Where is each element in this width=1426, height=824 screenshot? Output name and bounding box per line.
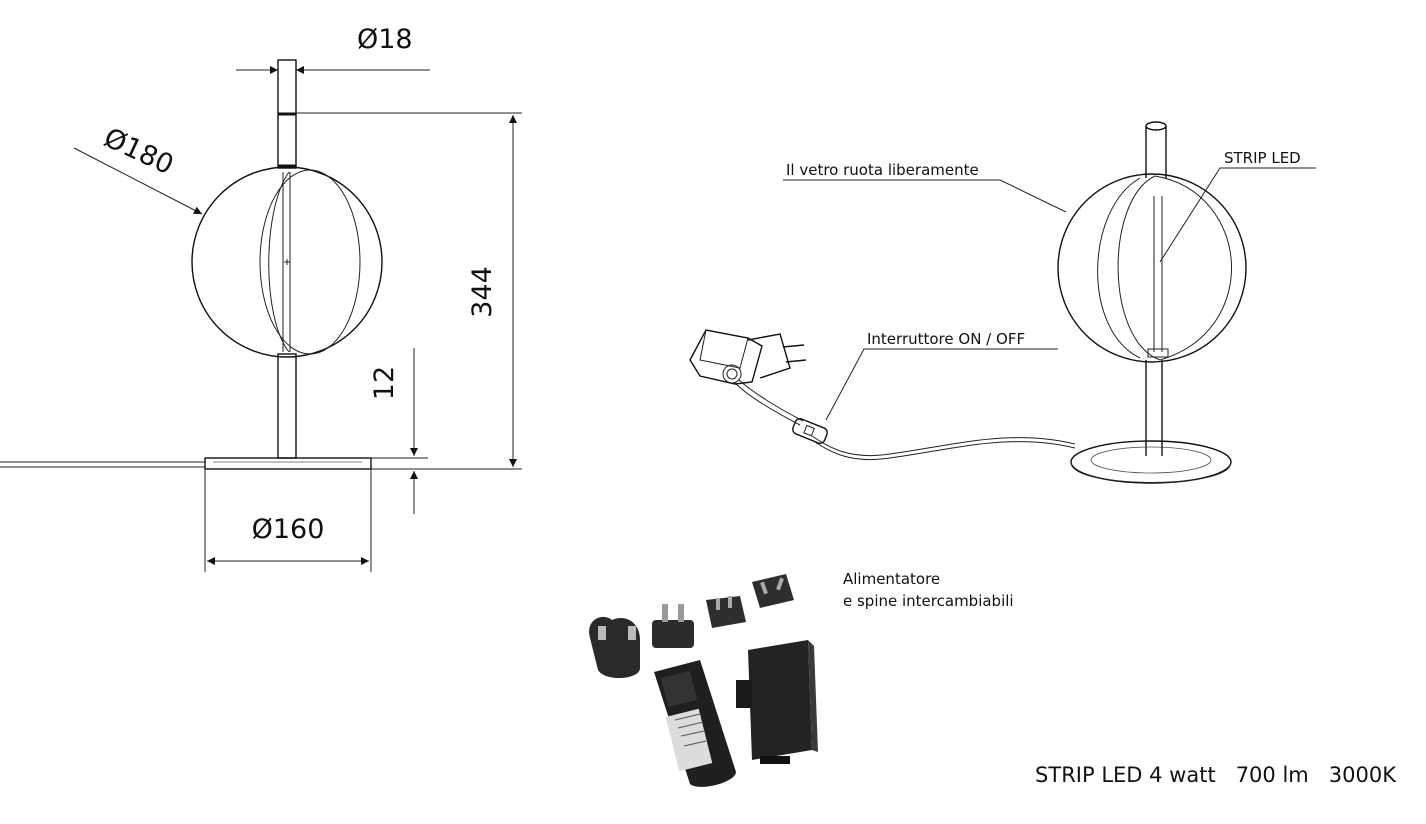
power-supply-caption-line2: e spine intercambiabili [843, 592, 1014, 610]
glass-globe [191, 166, 383, 358]
front-elevation-view [0, 59, 383, 470]
power-supply-side [736, 640, 818, 764]
stem-diameter-label: Ø18 [357, 24, 413, 55]
perspective-globe [1057, 173, 1247, 363]
perspective-view [689, 121, 1247, 484]
uk-adapter [589, 616, 640, 679]
dimension-base-diameter: Ø160 [204, 469, 372, 572]
au-adapter [752, 574, 794, 608]
power-supply-unit [654, 660, 736, 787]
base-height-label: 12 [369, 366, 400, 400]
cable-switch [792, 418, 828, 444]
lower-stem [277, 353, 297, 459]
dimension-stem-diameter: Ø18 [236, 24, 430, 74]
dimension-globe-diameter: Ø180 [73, 122, 203, 215]
dimension-total-height: 344 [296, 112, 522, 470]
spec-summary: STRIP LED 4 watt 700 lm 3000K [1035, 763, 1397, 787]
eu-adapter [652, 604, 694, 648]
globe-diameter-label: Ø180 [99, 122, 178, 181]
power-supply-image [589, 574, 818, 787]
us-adapter [706, 596, 746, 628]
wall-plug [689, 329, 807, 385]
total-height-label: 344 [467, 266, 498, 318]
base-diameter-label: Ø160 [252, 514, 325, 545]
dimension-base-height: 12 [369, 348, 428, 514]
base-plate [204, 457, 372, 470]
power-supply-caption-line1: Alimentatore [843, 570, 940, 588]
strip-led-callout: STRIP LED [1224, 149, 1301, 167]
perspective-base [1070, 440, 1232, 484]
glass-callout: Il vetro ruota liberamente [786, 161, 979, 179]
callouts: Il vetro ruota liberamente STRIP LED Int… [783, 149, 1316, 421]
switch-callout: Interruttore ON / OFF [867, 330, 1025, 348]
